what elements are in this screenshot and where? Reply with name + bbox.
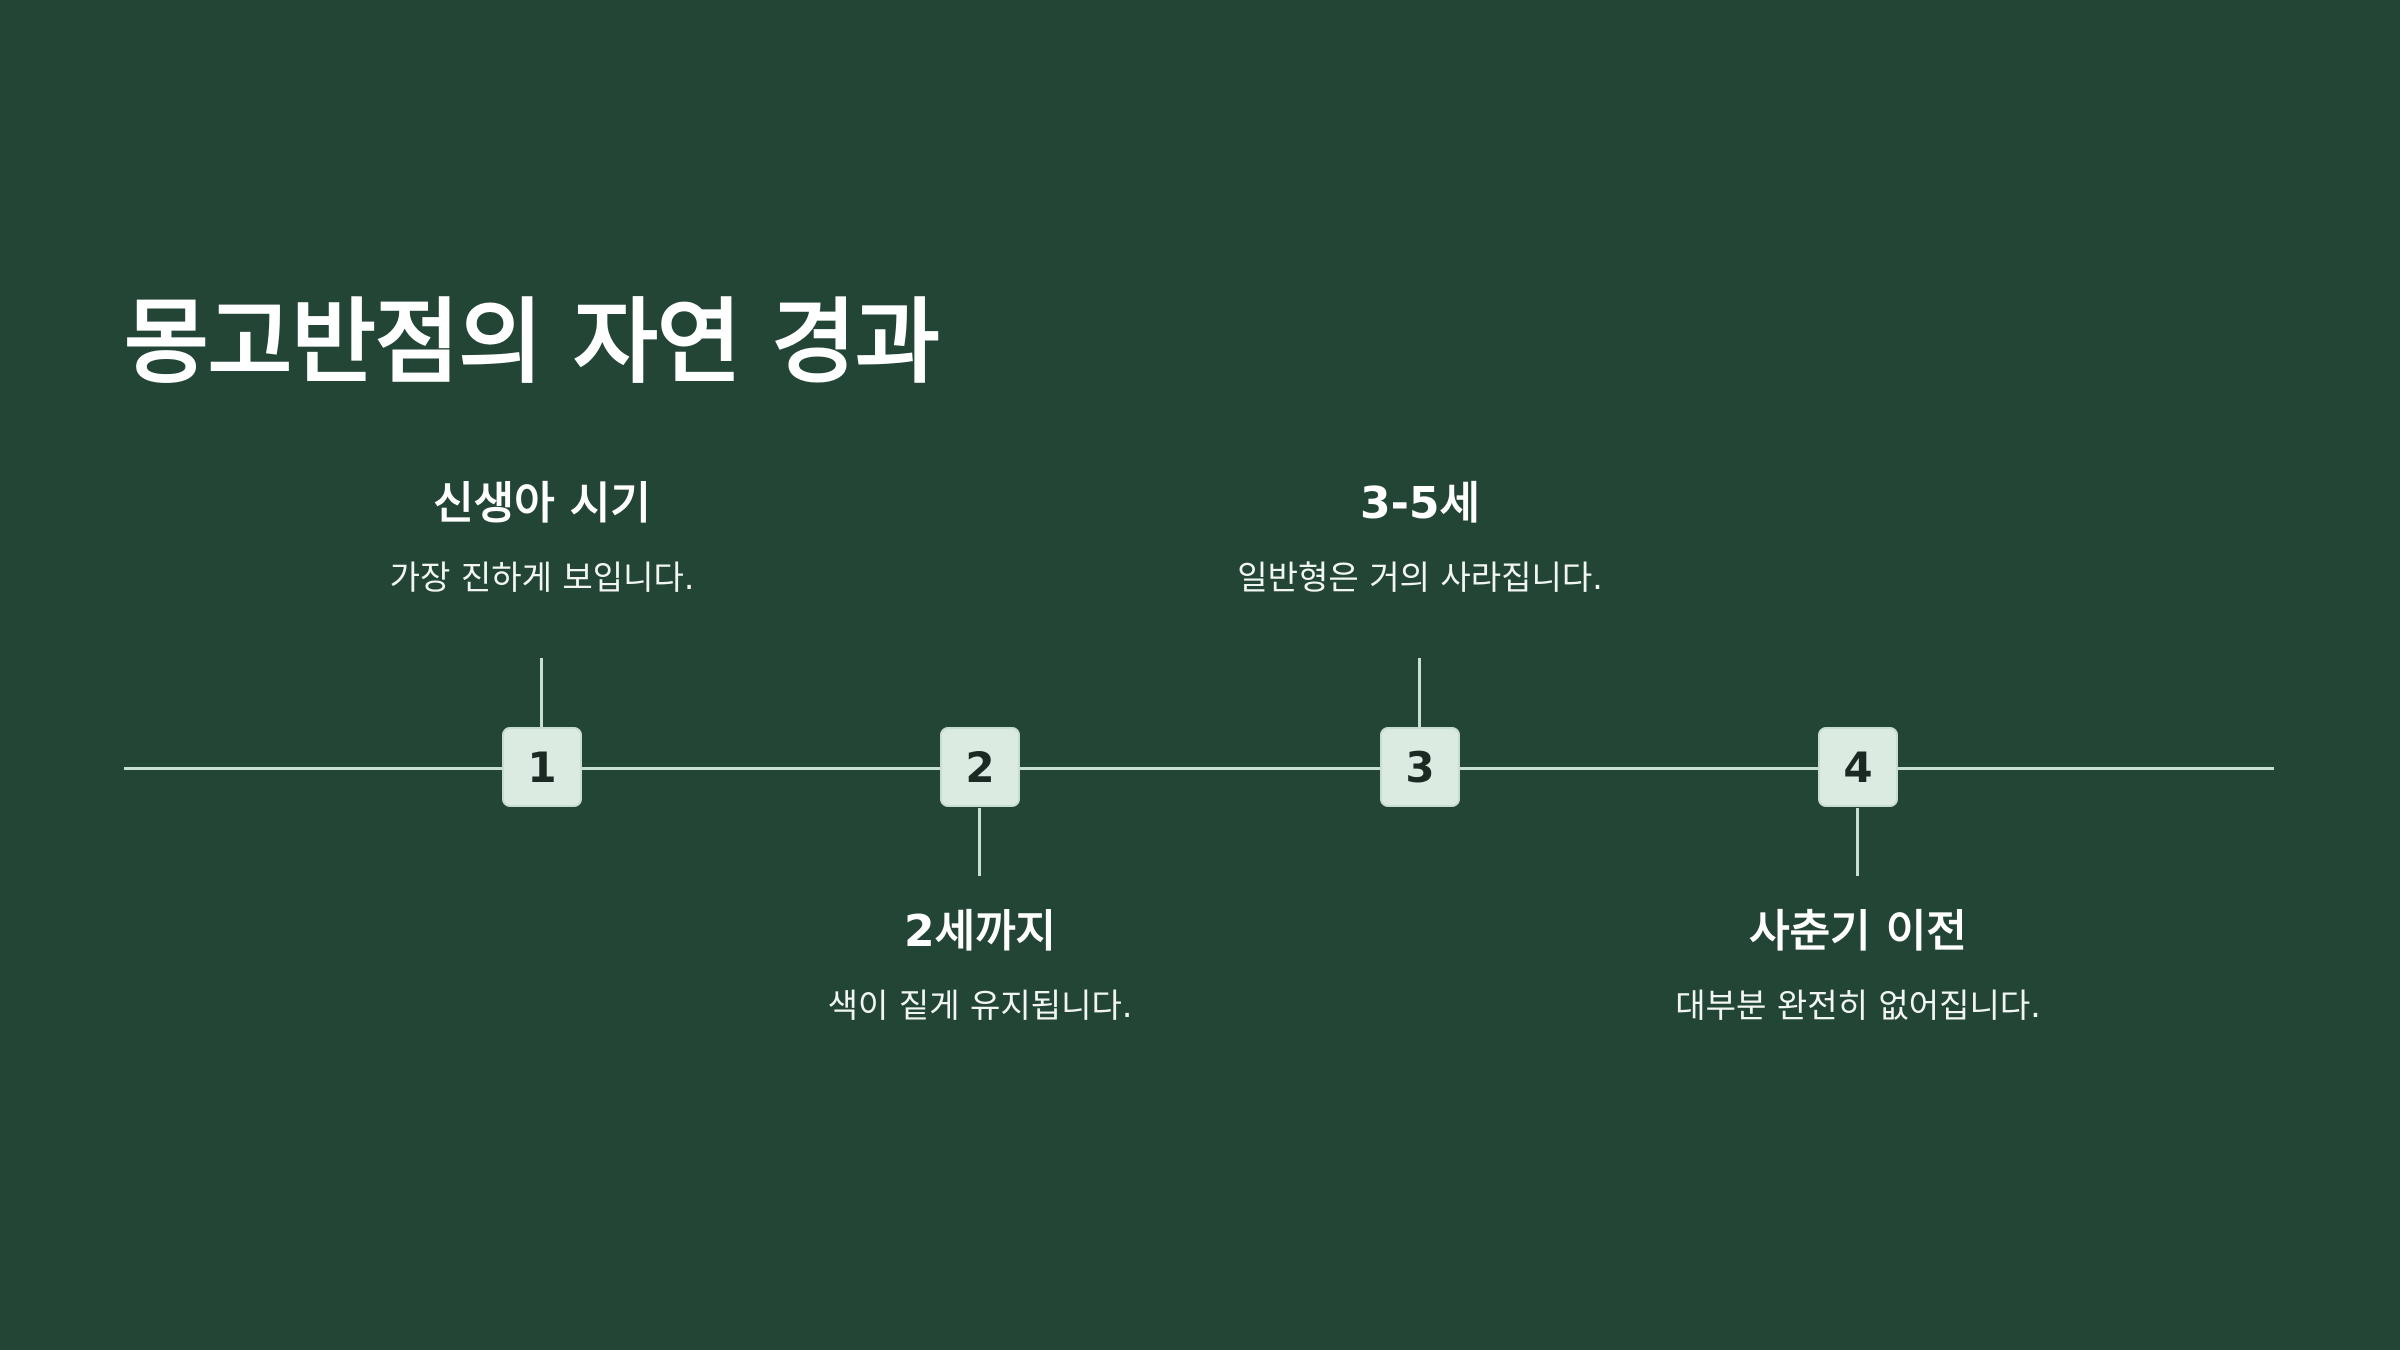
step-4-marker: 4	[1818, 727, 1898, 807]
step-3-marker: 3	[1380, 727, 1460, 807]
step-4-heading: 사춘기 이전	[1749, 906, 1967, 957]
step-2-description: 색이 짙게 유지됩니다.	[827, 985, 1133, 1025]
step-3-heading: 3-5세	[1360, 478, 1480, 529]
step-4-connector	[1856, 808, 1859, 876]
step-1-heading: 신생아 시기	[433, 478, 651, 529]
step-2-text: 2세까지 색이 짙게 유지됩니다.	[680, 906, 1280, 1028]
step-1-description: 가장 진하게 보입니다.	[389, 557, 695, 597]
step-1-number: 1	[527, 742, 557, 792]
step-4-number: 4	[1843, 742, 1873, 792]
timeline-line	[124, 767, 2274, 770]
step-2-heading: 2세까지	[903, 906, 1057, 957]
step-1-marker: 1	[502, 727, 582, 807]
step-1-connector	[540, 658, 543, 730]
step-3-number: 3	[1405, 742, 1435, 792]
step-1-text: 신생아 시기 가장 진하게 보입니다.	[242, 478, 842, 600]
step-3-connector	[1418, 658, 1421, 730]
step-3-text: 3-5세 일반형은 거의 사라집니다.	[1120, 478, 1720, 600]
slide-title: 몽고반점의 자연 경과	[124, 289, 940, 396]
step-2-marker: 2	[940, 727, 1020, 807]
step-4-description: 대부분 완전히 없어집니다.	[1675, 985, 2041, 1025]
step-4-text: 사춘기 이전 대부분 완전히 없어집니다.	[1558, 906, 2158, 1028]
step-2-number: 2	[965, 742, 995, 792]
step-2-connector	[978, 808, 981, 876]
step-3-description: 일반형은 거의 사라집니다.	[1237, 557, 1603, 597]
